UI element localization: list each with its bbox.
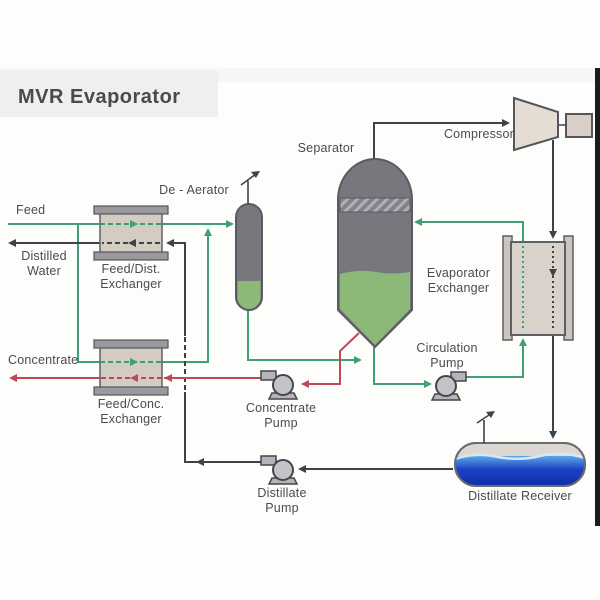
- page-title: MVR Evaporator: [18, 86, 181, 108]
- feed-conc-exchanger: [93, 339, 169, 396]
- evaporator-exchanger: [502, 235, 574, 341]
- label-separator: Separator: [297, 141, 355, 155]
- label-distilled-water: Distilled Water: [21, 249, 67, 279]
- label-feed-dist-exchanger: Feed/Dist. Exchanger: [100, 262, 162, 292]
- label-concentrate-pump: Concentrate Pump: [245, 401, 317, 431]
- label-evaporator-exchanger: Evaporator Exchanger: [426, 266, 491, 296]
- label-compressor: Compressor: [443, 127, 515, 141]
- feed-dist-exchanger: [93, 205, 169, 261]
- label-concentrate: Concentrate: [8, 353, 79, 367]
- circulation-pump: [430, 371, 467, 401]
- title-chip: [0, 71, 218, 117]
- demister-pad: [339, 197, 411, 213]
- label-circulation-pump: Circulation Pump: [416, 341, 478, 371]
- label-distillate-receiver: Distillate Receiver: [468, 489, 572, 503]
- distillate-receiver: [454, 411, 586, 487]
- label-feed-conc-exchanger: Feed/Conc. Exchanger: [97, 397, 165, 427]
- concentrate-pump: [260, 370, 299, 400]
- exchanger-internal-flows: [100, 220, 162, 382]
- frame-edge: [595, 68, 600, 526]
- compressor-motor: [565, 113, 593, 138]
- distillate-pump: [260, 455, 299, 485]
- compressor: [513, 96, 593, 152]
- separator-vessel: [337, 158, 413, 349]
- label-distillate-pump: Distillate Pump: [257, 486, 307, 516]
- label-feed: Feed: [16, 203, 46, 217]
- de-aerator-vessel: [235, 171, 263, 311]
- label-de-aerator: De - Aerator: [159, 183, 229, 197]
